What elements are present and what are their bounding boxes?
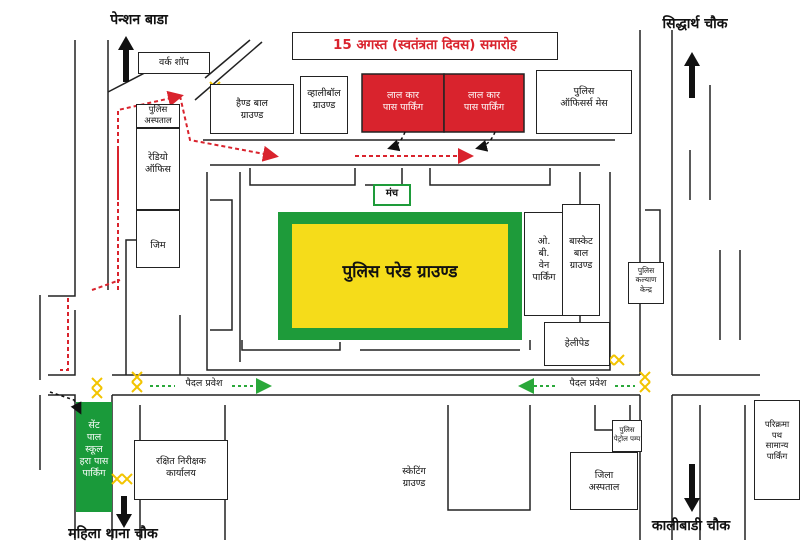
title-box (292, 32, 558, 60)
police-hospital-line-1: पुलिस (148, 105, 168, 115)
ob-van-line-4: पार्किंग (532, 271, 556, 283)
ground-field (292, 224, 508, 328)
red-parking-1-label: लाल कार पास पार्किंग (362, 90, 444, 114)
basketball-label: बास्केट बाल ग्राउण्ड (562, 236, 600, 272)
basketball-line-3: ग्राउण्ड (569, 259, 593, 271)
stage-label: मंच (385, 188, 399, 199)
police-hospital-box (136, 104, 180, 128)
petrol-pump-line-1: पुलिस (619, 426, 635, 434)
direction-arrows (116, 36, 700, 528)
basketball-line-1: बास्केट (569, 236, 593, 247)
officers-mess-box (536, 70, 632, 134)
welfare-line-1: पुलिस (637, 266, 655, 275)
parikrama-line-2: पथ (771, 430, 783, 441)
petrol-pump-label: पुलिस पेट्रोल पम्प (612, 426, 642, 444)
welfare-box (628, 262, 664, 304)
petrol-pump-line-2: पेट्रोल पम्प (613, 434, 641, 443)
red-parking-2-box (443, 73, 525, 133)
red-parking-1-line-1: लाल कार (386, 90, 419, 101)
workshop-label: वर्क शॉप (159, 57, 189, 68)
parikrama-line-1: परिक्रमा (764, 420, 790, 430)
st-paul-line-5: पार्किंग (82, 467, 106, 479)
red-parking-2-label: लाल कार पास पार्किंग (444, 90, 524, 114)
skating-label: स्केटिंग ग्राउण्ड (384, 466, 444, 490)
ob-van-line-2: बी. (538, 247, 550, 259)
district-hospital-box (570, 452, 638, 510)
radio-office-box (136, 128, 180, 210)
volleyball-line-1: व्हालीबॉल (307, 88, 341, 99)
basketball-box (562, 204, 600, 316)
walk-entry-right: पैदल प्रवेश (569, 378, 607, 389)
workshop-box (138, 52, 210, 74)
helipad-label: हेलीपेड (564, 338, 590, 349)
parikrama-label: परिक्रमा पथ सामान्य पार्किंग (754, 420, 800, 463)
reserve-office-line-1: रक्षित निरीक्षक (156, 456, 206, 467)
skating-line-2: ग्राउण्ड (402, 477, 426, 489)
officers-mess-label: पुलिस ऑफिसर्स मेस (536, 86, 632, 110)
corner-top-right: सिद्धार्थ चौक (662, 16, 728, 32)
red-parking-1-box (361, 73, 445, 133)
parikrama-line-3: सामान्य (765, 441, 789, 452)
ob-van-label: ओ. बी. वेन पार्किंग (524, 236, 564, 284)
st-paul-box (76, 402, 112, 512)
skating-line-1: स्केटिंग (402, 466, 426, 477)
gym-label: जिम (150, 240, 166, 251)
corner-top-left: पेन्शन बाडा (110, 12, 168, 28)
walk-entry-left: पैदल प्रवेश (185, 378, 223, 389)
corner-bottom-right: कालीबाडी चौक (651, 518, 731, 534)
volleyball-label: व्हालीबॉल ग्राउण्ड (300, 88, 348, 112)
district-hospital-label: जिला अस्पताल (570, 470, 638, 494)
radio-office-label: रेडियो ऑफिस (136, 152, 180, 176)
red-parking-2-line-2: पास पार्किंग (463, 101, 505, 113)
red-dashed-route (60, 90, 474, 371)
reserve-office-line-2: कार्यालय (166, 467, 196, 479)
ob-van-line-1: ओ. (537, 236, 551, 247)
police-hospital-line-2: अस्पताल (144, 115, 172, 126)
handball-box (210, 84, 294, 134)
stage-box (373, 184, 411, 206)
reserve-office-box (134, 440, 228, 500)
red-parking-2-line-1: लाल कार (467, 90, 500, 101)
st-paul-label: सेंट पाल स्कूल हरा पास पार्किंग (74, 420, 114, 479)
reserve-office-label: रक्षित निरीक्षक कार्यालय (134, 456, 228, 480)
welfare-label: पुलिस कल्याण केन्द्र (628, 266, 664, 294)
map-title: 15 अगस्त (स्वतंत्रता दिवस) समारोह (332, 37, 518, 53)
parikrama-line-4: पार्किंग (766, 451, 788, 462)
st-paul-line-1: सेंट (88, 420, 100, 431)
ob-van-line-3: वेन (538, 259, 550, 271)
district-hospital-line-2: अस्पताल (588, 481, 620, 493)
black-dashed-arrows (49, 131, 496, 415)
welfare-line-2: कल्याण (635, 275, 657, 285)
officers-mess-line-2: ऑफिसर्स मेस (560, 97, 608, 109)
basketball-line-2: बाल (573, 247, 589, 259)
red-parking-1-line-2: पास पार्किंग (382, 101, 424, 113)
helipad-box (544, 322, 610, 366)
st-paul-line-2: पाल (86, 431, 102, 443)
corner-bottom-left: महिला थाना चौक (68, 526, 158, 542)
ground-label: पुलिस परेड ग्राउण्ड (342, 262, 458, 282)
gym-box (136, 210, 180, 268)
radio-office-line-1: रेडियो (148, 152, 168, 163)
petrol-pump-box (612, 420, 642, 452)
handball-line-2: ग्राउण्ड (240, 109, 264, 121)
volleyball-line-2: ग्राउण्ड (312, 99, 336, 111)
police-hospital-label: पुलिस अस्पताल (136, 105, 180, 126)
district-hospital-line-1: जिला (594, 470, 614, 481)
volleyball-box (300, 76, 348, 134)
welfare-line-3: केन्द्र (639, 284, 653, 294)
st-paul-line-3: स्कूल (85, 443, 103, 455)
handball-label: हैण्ड बाल ग्राउण्ड (210, 98, 294, 122)
st-paul-line-4: हरा पास (79, 455, 109, 467)
radio-office-line-2: ऑफिस (145, 163, 171, 175)
handball-line-1: हैण्ड बाल (236, 98, 268, 109)
officers-mess-line-1: पुलिस (573, 86, 595, 97)
